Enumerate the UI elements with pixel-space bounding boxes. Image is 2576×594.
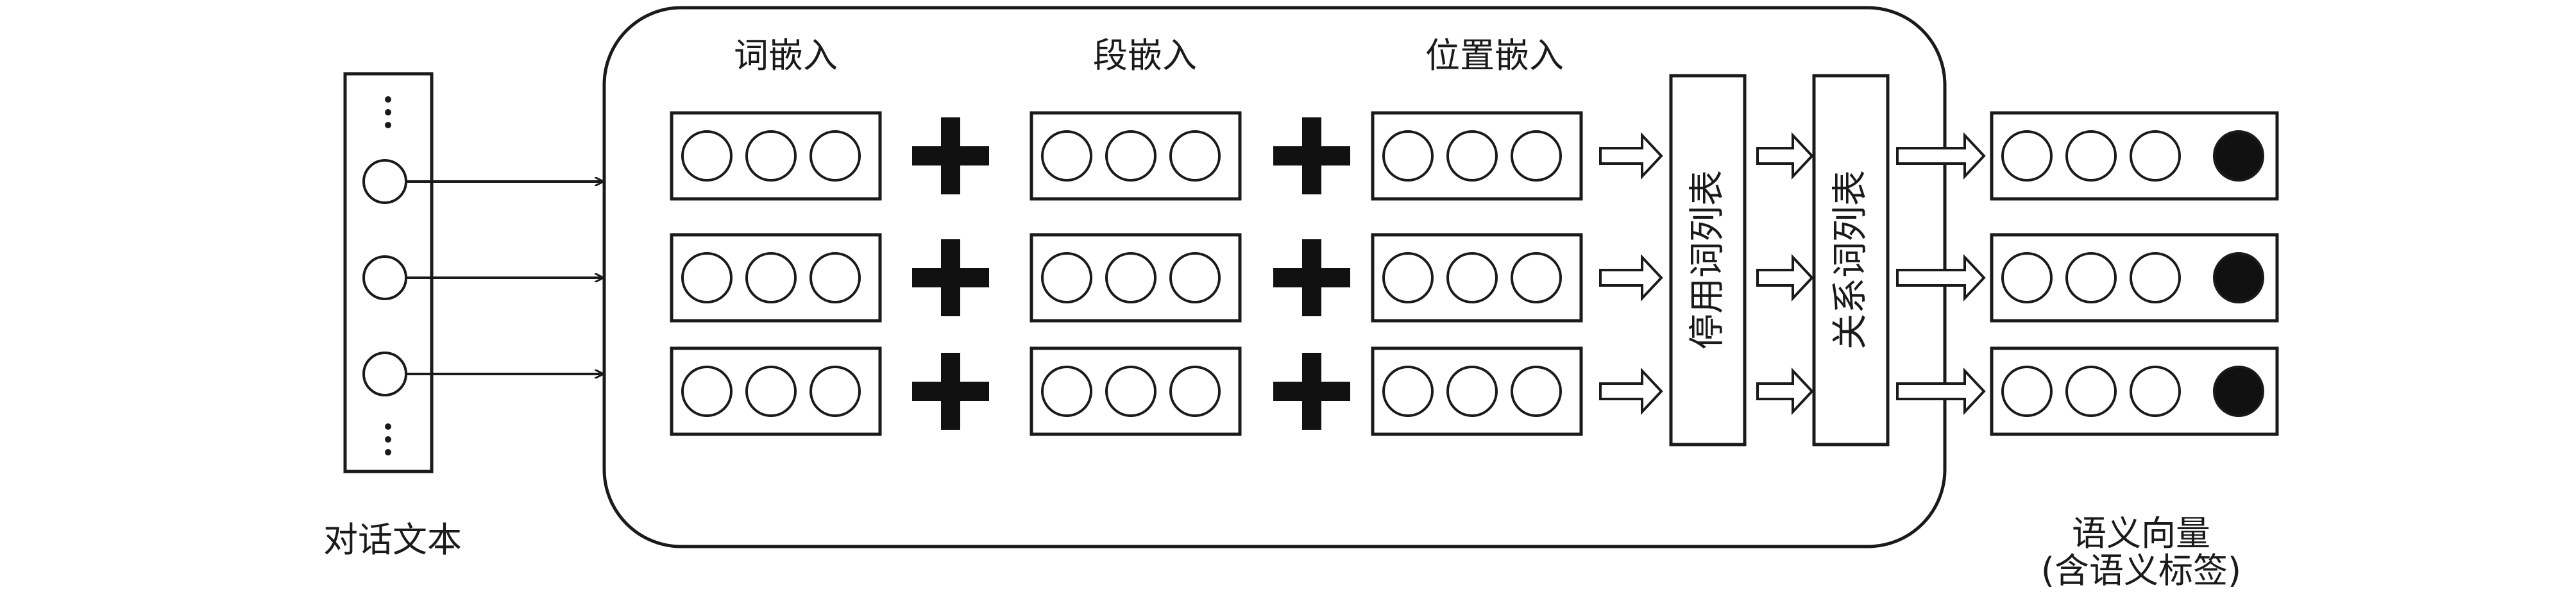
relation-list-box	[1812, 74, 1890, 446]
segment-embedding-box	[1030, 233, 1242, 323]
segment-embedding-box	[1030, 346, 1242, 436]
plus-icon	[1273, 353, 1350, 430]
hollow-arrow-icon	[1599, 253, 1663, 302]
vector-cell	[809, 366, 861, 417]
vector-cell	[1446, 366, 1498, 417]
stopword-list-label: 停用词列表	[1687, 170, 1729, 350]
input-column	[343, 72, 434, 473]
vector-cell	[2130, 252, 2181, 303]
vector-cell	[809, 130, 861, 182]
hollow-arrow-icon	[1599, 132, 1663, 180]
semantic-vector-box	[1990, 233, 2279, 323]
vector-cell	[745, 366, 797, 417]
semantic-vector-box	[1990, 346, 2279, 436]
vector-cell	[2065, 130, 2117, 182]
plus-icon	[1273, 117, 1350, 194]
vector-cell	[681, 252, 733, 303]
plus-icon	[912, 239, 989, 316]
vector-cell	[1382, 130, 1434, 182]
output-label-line1: 语义向量	[2072, 513, 2210, 554]
plus-icon	[912, 117, 989, 194]
token-node	[362, 255, 407, 300]
vector-cell	[1105, 366, 1157, 417]
semantic-tag-dot-icon	[2213, 366, 2264, 417]
hollow-arrow-icon	[1599, 367, 1663, 416]
segment-embedding-label: 段嵌入	[1093, 35, 1197, 76]
vector-cell	[2065, 252, 2117, 303]
semantic-vector-box	[1990, 111, 2279, 201]
vector-cell	[1511, 366, 1562, 417]
vector-cell	[2130, 130, 2181, 182]
vector-cell	[1382, 366, 1434, 417]
vector-cell	[2130, 366, 2181, 417]
vector-cell	[1169, 252, 1221, 303]
hollow-arrow-icon	[1896, 367, 1986, 416]
vector-cell	[2001, 366, 2053, 417]
vector-cell	[1446, 130, 1498, 182]
segment-embedding-box	[1030, 111, 1242, 201]
plus-icon	[912, 353, 989, 430]
embedding-rows	[670, 111, 1986, 436]
stopword-list-box	[1669, 74, 1747, 446]
vector-cell	[1105, 130, 1157, 182]
output-rows	[1990, 111, 2279, 436]
position-embedding-box	[1371, 346, 1583, 436]
vector-cell	[1382, 252, 1434, 303]
hollow-arrow-icon	[1756, 367, 1814, 416]
semantic-tag-dot-icon	[2213, 252, 2264, 303]
vector-cell	[809, 252, 861, 303]
vector-cell	[2001, 252, 2053, 303]
vector-cell	[1511, 130, 1562, 182]
ellipsis-top-icon	[385, 96, 391, 128]
token-node	[362, 352, 407, 396]
relation-list-label: 关系词列表	[1830, 170, 1872, 350]
token-connectors	[406, 182, 603, 374]
vector-cell	[2065, 366, 2117, 417]
vector-cell	[681, 366, 733, 417]
plus-icon	[1273, 239, 1350, 316]
vector-cell	[681, 130, 733, 182]
token-node	[362, 159, 407, 204]
vector-cell	[1169, 130, 1221, 182]
word-embedding-box	[670, 111, 882, 201]
position-embedding-label: 位置嵌入	[1425, 35, 1564, 76]
hollow-arrow-icon	[1896, 253, 1986, 302]
position-embedding-box	[1371, 111, 1583, 201]
vector-cell	[2001, 130, 2053, 182]
vector-cell	[745, 130, 797, 182]
hollow-arrow-icon	[1756, 132, 1814, 180]
position-embedding-box	[1371, 233, 1583, 323]
word-embedding-box	[670, 346, 882, 436]
semantic-tag-dot-icon	[2213, 130, 2264, 182]
vector-cell	[1041, 130, 1092, 182]
word-embedding-box	[670, 233, 882, 323]
vector-cell	[1105, 252, 1157, 303]
input-label: 对话文本	[323, 520, 462, 560]
vector-cell	[1511, 252, 1562, 303]
vector-cell	[1446, 252, 1498, 303]
vector-cell	[1041, 252, 1092, 303]
hollow-arrow-icon	[1896, 132, 1986, 180]
hollow-arrow-icon	[1756, 253, 1814, 302]
word-embedding-label: 词嵌入	[734, 35, 838, 76]
output-label-line2: (含语义标签)	[2041, 550, 2241, 591]
ellipsis-bottom-icon	[385, 423, 391, 455]
vector-cell	[1041, 366, 1092, 417]
vector-cell	[1169, 366, 1221, 417]
vector-cell	[745, 252, 797, 303]
